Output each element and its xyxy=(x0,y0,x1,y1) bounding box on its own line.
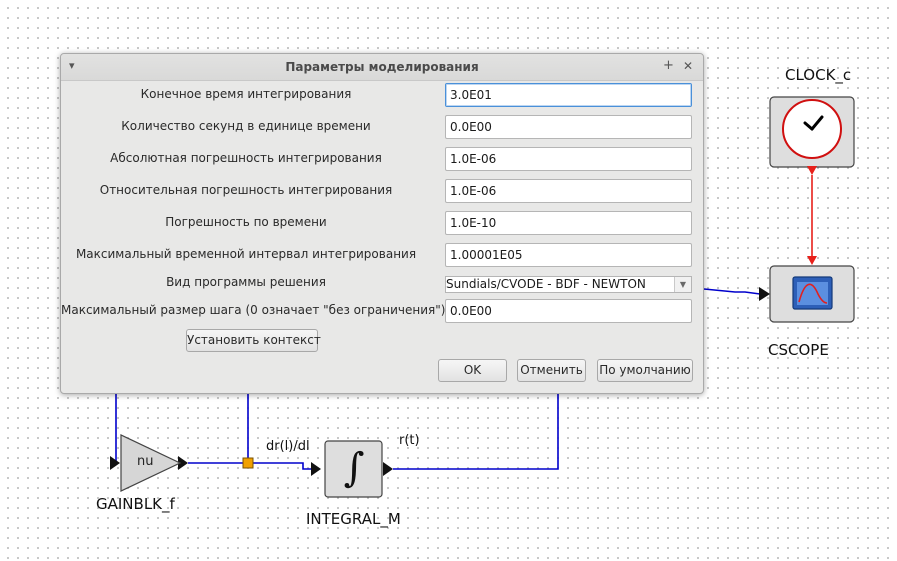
label-max-integration-interval: Максимальный временной интервал интегрир… xyxy=(75,247,417,261)
simulation-parameters-dialog[interactable]: ▾ Параметры моделирования + ✕ Конечное в… xyxy=(60,53,704,394)
solver-select-value: Sundials/CVODE - BDF - NEWTON xyxy=(446,277,646,291)
label-relative-tolerance: Относительная погрешность интегрирования xyxy=(99,183,393,197)
clock-block[interactable] xyxy=(769,96,855,168)
label-max-step-size: Максимальный размер шага (0 означает "бе… xyxy=(61,303,446,317)
integral-icon: ∫ xyxy=(343,445,365,491)
final-time-input[interactable] xyxy=(445,83,692,107)
gain-output-arrow xyxy=(178,456,188,470)
scope-label: CSCOPE xyxy=(768,341,829,359)
pin-icon[interactable]: + xyxy=(663,58,674,73)
absolute-tolerance-input[interactable] xyxy=(445,147,692,171)
dialog-titlebar[interactable]: ▾ Параметры моделирования + ✕ xyxy=(61,54,703,81)
wire-split-to-integral[interactable] xyxy=(248,462,318,470)
event-wire[interactable] xyxy=(807,166,817,265)
integral-block[interactable] xyxy=(324,440,383,498)
wire-to-scope[interactable] xyxy=(703,288,761,295)
gain-block[interactable] xyxy=(120,434,182,492)
wire-integral-output[interactable] xyxy=(393,390,559,470)
time-tolerance-input[interactable] xyxy=(445,211,692,235)
cancel-button[interactable]: Отменить xyxy=(517,359,586,382)
scope-block[interactable] xyxy=(769,265,855,323)
dialog-title: Параметры моделирования xyxy=(285,60,479,74)
scope-input-arrow xyxy=(759,287,770,301)
solver-select[interactable]: Sundials/CVODE - BDF - NEWTON ▼ xyxy=(445,276,692,293)
label-solver-kind: Вид программы решения xyxy=(166,275,326,289)
gain-input-arrow xyxy=(110,456,120,470)
default-button[interactable]: По умолчанию xyxy=(597,359,693,382)
integral-output-arrow xyxy=(383,462,393,476)
integral-label: INTEGRAL_M xyxy=(306,510,401,528)
data-wires[interactable] xyxy=(110,288,761,470)
max-integration-interval-input[interactable] xyxy=(445,243,692,267)
label-absolute-tolerance: Абсолютная погрешность интегрирования xyxy=(110,151,382,165)
seconds-per-unit-input[interactable] xyxy=(445,115,692,139)
wire-label-derivative: dr(l)/dl xyxy=(266,439,310,454)
relative-tolerance-input[interactable] xyxy=(445,179,692,203)
wire-label-output: r(t) xyxy=(399,433,420,448)
integral-input-arrow xyxy=(311,462,321,476)
chevron-down-icon[interactable]: ▼ xyxy=(674,277,691,292)
gain-text: nu xyxy=(137,454,154,469)
clock-label: CLOCK_c xyxy=(785,66,852,84)
label-time-tolerance: Погрешность по времени xyxy=(165,215,327,229)
close-icon[interactable]: ✕ xyxy=(683,59,694,73)
label-seconds-per-unit: Количество секунд в единице времени xyxy=(121,119,371,133)
set-context-button[interactable]: Установить контекст xyxy=(186,329,321,352)
wire-feedback-to-gain[interactable] xyxy=(110,390,117,464)
max-step-size-input[interactable] xyxy=(445,299,692,323)
ok-button[interactable]: OK xyxy=(438,359,507,382)
gain-label: GAINBLK_f xyxy=(96,495,175,513)
split-point[interactable] xyxy=(242,457,254,469)
label-final-time: Конечное время интегрирования xyxy=(140,87,352,101)
window-menu-icon[interactable]: ▾ xyxy=(69,59,75,72)
